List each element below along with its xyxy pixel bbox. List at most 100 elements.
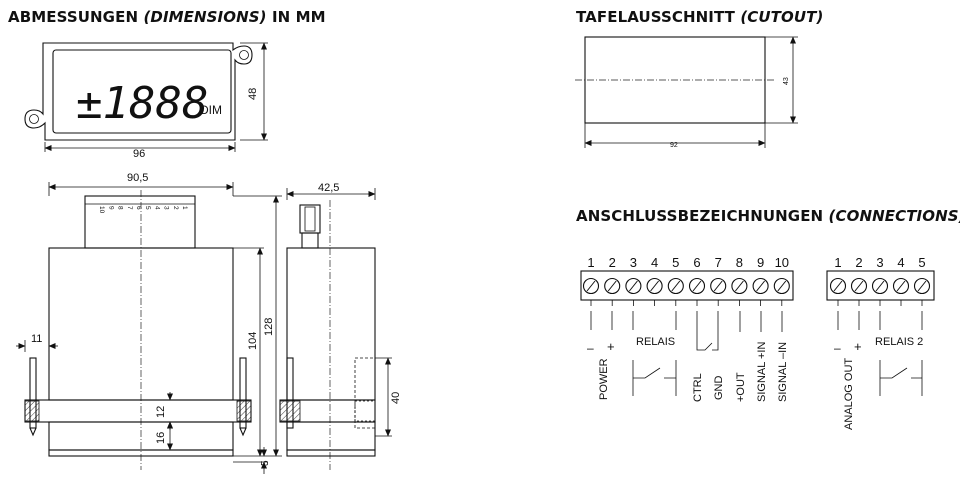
block-a-screw-icon [604, 277, 621, 295]
label-gnd: GND [713, 376, 725, 401]
connections-heading-sub: (CONNECTIONS) [828, 207, 960, 225]
front-display-value: ±1888 [76, 78, 208, 129]
front-width-label: 96 [133, 148, 145, 160]
front-height-label: 48 [247, 88, 259, 100]
connections-heading: ANSCHLUSSBEZEICHNUNGEN (CONNECTIONS) [576, 207, 960, 225]
block-a-screw-icon [752, 277, 769, 295]
block-a-screw-slot [692, 280, 702, 292]
scale-digit: 1 [181, 206, 188, 210]
block-a-terminal-number: 1 [587, 255, 594, 270]
label-signal-minus: SIGNAL –IN [777, 342, 789, 402]
scale-digit: 5 [144, 206, 151, 210]
label-analog-out: ANALOG OUT [843, 358, 855, 430]
terminal-block-a-screws [582, 277, 790, 306]
block-b-screw-icon [871, 277, 889, 295]
block-a-screw-icon [582, 277, 600, 295]
scale-digit: 2 [172, 206, 179, 210]
bracket-width-label: 11 [31, 333, 42, 345]
block-a-screw-icon [773, 277, 790, 295]
clamp-height-label: 12 [155, 406, 167, 418]
block-b-screw-slot [833, 280, 843, 292]
block-a-terminal-number: 10 [775, 255, 789, 270]
block-a-screw-icon [731, 277, 748, 295]
block-a-screw-icon [688, 277, 706, 295]
block-b-plus-sign: + [854, 339, 862, 354]
cutout-heading-main: TAFELAUSSCHNITT [576, 8, 735, 26]
block-b-screw-slot [854, 280, 864, 292]
scale-digit: 8 [117, 206, 124, 210]
scale-digit: 7 [126, 206, 133, 210]
label-signal-plus: SIGNAL +IN [756, 342, 768, 402]
block-a-screw-slot [735, 280, 744, 292]
block-a-screw-icon [646, 277, 663, 295]
block-a-terminal-number: 3 [630, 255, 637, 270]
dimensions-heading-sub: (DIMENSIONS) [143, 8, 267, 26]
connections-heading-main: ANSCHLUSSBEZEICHNUNGEN [576, 207, 824, 225]
block-a-screw-slot [650, 280, 659, 292]
terminal-block-b-screws [829, 277, 931, 306]
block-b-screw-slot [917, 280, 927, 292]
block-a-terminal-number: 4 [651, 255, 658, 270]
block-a-screw-icon [667, 277, 684, 295]
scale-digit: 9 [107, 206, 114, 210]
block-a-terminal-number: 2 [609, 255, 616, 270]
front-display-unit: DIM [200, 103, 222, 117]
bottom-gap-label: 5 [260, 460, 271, 466]
cutout-height-label: 43 [783, 77, 790, 85]
label-power: POWER [598, 358, 610, 400]
clamp-offset-label: 16 [155, 432, 167, 444]
dimensions-heading: ABMESSUNGEN (DIMENSIONS) IN MM [8, 8, 326, 26]
scale-digit: 6 [135, 206, 142, 210]
cutout-heading-sub: (CUTOUT) [740, 8, 824, 26]
cutout-heading: TAFELAUSSCHNITT (CUTOUT) [576, 8, 823, 26]
block-a-terminal-number: 7 [715, 255, 722, 270]
block-a-screw-slot [756, 280, 765, 292]
inner-height-label: 104 [247, 332, 259, 350]
block-a-screw-slot [777, 280, 787, 292]
block-a-terminal-number: 6 [693, 255, 700, 270]
cutout-view: 43 92 [575, 36, 798, 149]
block-b-screw-slot [896, 280, 906, 292]
dimensions-heading-unit: IN MM [271, 8, 326, 26]
block-a-screw-slot [629, 280, 638, 292]
block-a-terminal-number: 8 [736, 255, 743, 270]
side-clamp-label: 40 [390, 392, 402, 404]
block-a-screw-slot [713, 280, 723, 292]
block-a-screw-icon [625, 277, 642, 295]
label-out: +OUT [735, 372, 747, 402]
block-a-screw-slot [671, 280, 681, 292]
cutout-width-label: 92 [670, 142, 678, 149]
block-b-terminal-number: 2 [855, 255, 862, 270]
side-view: 42,5 40 [279, 182, 402, 470]
block-a-plus-sign: + [607, 339, 615, 354]
block-a-screw-slot [586, 280, 596, 292]
block-a-minus-sign: – [587, 341, 594, 355]
label-relais: RELAIS [636, 336, 675, 348]
block-b-screw-icon [892, 277, 910, 295]
block-b-terminal-number: 4 [897, 255, 904, 270]
block-b-minus-sign: – [834, 341, 841, 355]
block-b-screw-icon [829, 277, 847, 295]
elevation-width-label: 90,5 [127, 172, 148, 184]
front-view: ±1888 DIM 48 96 [24, 42, 268, 160]
block-b-terminal-number: 5 [918, 255, 925, 270]
block-a-terminal-number: 9 [757, 255, 764, 270]
block-a-screw-icon [710, 277, 727, 295]
block-b-screw-slot [875, 280, 885, 292]
block-b-terminal-number: 3 [876, 255, 883, 270]
block-b-screw-icon [913, 277, 931, 295]
block-a-terminal-number: 5 [672, 255, 679, 270]
label-relais-2: RELAIS 2 [875, 336, 923, 348]
total-height-label: 128 [263, 318, 275, 336]
block-b-terminal-number: 1 [834, 255, 841, 270]
side-width-label: 42,5 [318, 182, 339, 194]
dimensions-heading-main: ABMESSUNGEN [8, 8, 139, 26]
scale-digit: 10 [98, 206, 105, 214]
scale-digit: 4 [153, 206, 160, 210]
